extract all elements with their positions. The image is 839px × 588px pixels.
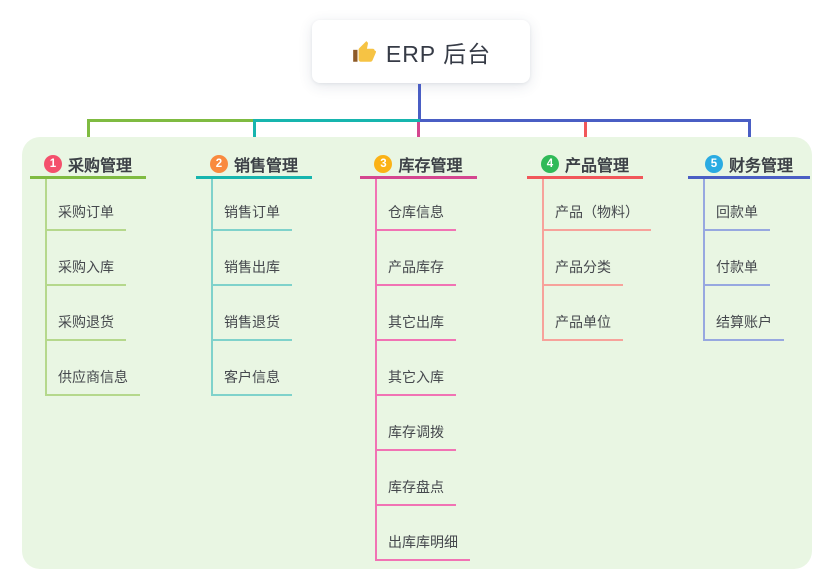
child-node[interactable]: 采购退货 (45, 312, 126, 341)
branch-label: 销售管理 (233, 157, 298, 175)
branch-number-badge: 3 (374, 154, 393, 173)
branch-node-inventory[interactable]: 3 库存管理 (360, 151, 477, 179)
branch-number-badge: 4 (540, 154, 559, 173)
branches-panel (22, 137, 812, 569)
branch-node-product[interactable]: 4 产品管理 (527, 151, 643, 179)
branch-node-finance[interactable]: 5 财务管理 (688, 151, 810, 179)
drop-line-purchase (87, 119, 90, 144)
branch-number-badge: 1 (43, 154, 62, 173)
child-node[interactable]: 采购入库 (45, 257, 126, 286)
branch-label: 采购管理 (67, 157, 132, 175)
branch-number-badge: 2 (209, 154, 228, 173)
child-node[interactable]: 回款单 (703, 202, 770, 231)
child-node[interactable]: 销售订单 (211, 202, 292, 231)
root-node[interactable]: ERP 后台 (312, 20, 530, 83)
child-node[interactable]: 采购订单 (45, 202, 126, 231)
rail-segment-finance (420, 119, 751, 122)
branch-label: 产品管理 (564, 157, 629, 175)
branch-node-sales[interactable]: 2 销售管理 (196, 151, 312, 179)
thumbs-up-icon (353, 40, 376, 62)
root-title: ERP 后台 (385, 40, 492, 67)
branch-trunk-line (375, 179, 377, 559)
branch-label: 库存管理 (398, 157, 463, 175)
branch-label: 财务管理 (728, 157, 793, 175)
child-node[interactable]: 产品分类 (542, 257, 623, 286)
child-node[interactable]: 库存盘点 (375, 477, 456, 506)
rail-segment-purchase (87, 119, 256, 122)
child-node[interactable]: 产品库存 (375, 257, 456, 286)
branch-trunk-line (703, 179, 705, 339)
child-node[interactable]: 产品单位 (542, 312, 623, 341)
drop-line-inventory (417, 122, 420, 144)
drop-line-product (584, 122, 587, 144)
child-node[interactable]: 结算账户 (703, 312, 784, 341)
drop-line-finance (748, 119, 751, 144)
child-node[interactable]: 供应商信息 (45, 367, 140, 396)
child-node[interactable]: 其它出库 (375, 312, 456, 341)
branch-trunk-line (211, 179, 213, 395)
child-node[interactable]: 库存调拨 (375, 422, 456, 451)
child-node[interactable]: 其它入库 (375, 367, 456, 396)
branch-number-badge: 5 (704, 154, 723, 173)
branch-trunk-line (542, 179, 544, 339)
child-node[interactable]: 付款单 (703, 257, 770, 286)
child-node[interactable]: 产品（物料） (542, 202, 651, 231)
drop-line-sales (253, 119, 256, 144)
rail-segment-sales (256, 119, 420, 122)
branch-node-purchase[interactable]: 1 采购管理 (30, 151, 146, 179)
root-connector-line (418, 84, 421, 122)
branch-trunk-line (45, 179, 47, 395)
child-node[interactable]: 仓库信息 (375, 202, 456, 231)
child-node[interactable]: 出库库明细 (375, 532, 470, 561)
child-node[interactable]: 销售退货 (211, 312, 292, 341)
child-node[interactable]: 销售出库 (211, 257, 292, 286)
child-node[interactable]: 客户信息 (211, 367, 292, 396)
